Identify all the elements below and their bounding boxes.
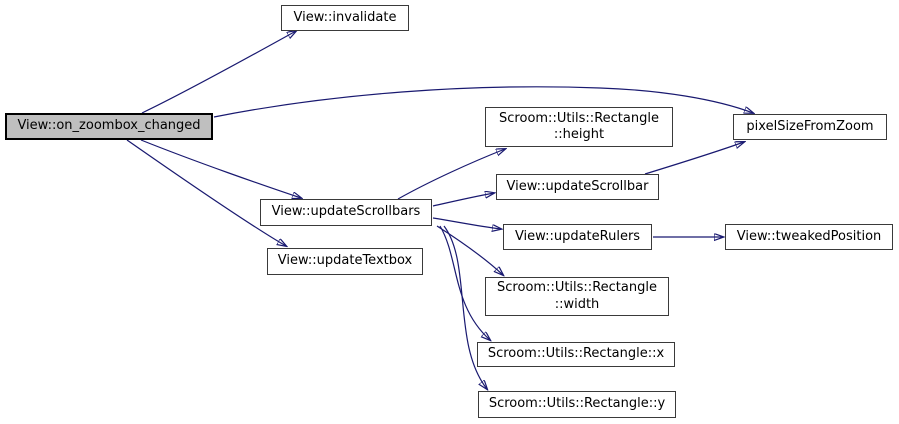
- node-pixelSizeFromZoom[interactable]: pixelSizeFromZoom: [733, 114, 887, 140]
- node-rect_width[interactable]: Scroom::Utils::Rectangle ::width: [485, 277, 669, 316]
- edge-on_zoombox_changed-to-invalidate: [141, 31, 296, 114]
- node-rect_height[interactable]: Scroom::Utils::Rectangle ::height: [485, 107, 673, 147]
- edge-updateScrollbars-to-rect_y: [443, 225, 487, 389]
- node-updateScrollbars[interactable]: View::updateScrollbars: [260, 199, 432, 226]
- node-rect_y[interactable]: Scroom::Utils::Rectangle::y: [478, 391, 676, 418]
- edge-on_zoombox_changed-to-updateScrollbars: [140, 139, 301, 198]
- node-on_zoombox_changed: View::on_zoombox_changed: [5, 113, 213, 140]
- node-updateTextbox[interactable]: View::updateTextbox: [267, 248, 423, 275]
- node-invalidate[interactable]: View::invalidate: [281, 5, 409, 31]
- edge-on_zoombox_changed-to-updateTextbox: [126, 139, 286, 246]
- node-rect_x[interactable]: Scroom::Utils::Rectangle::x: [477, 342, 675, 367]
- node-updateRulers[interactable]: View::updateRulers: [503, 224, 652, 250]
- edge-updateScrollbars-to-rect_width: [436, 225, 503, 275]
- edge-updateScrollbars-to-rect_height: [397, 149, 505, 200]
- edge-updateScrollbars-to-updateRulers: [432, 217, 501, 229]
- node-tweakedPosition[interactable]: View::tweakedPosition: [725, 224, 893, 250]
- edge-updateScrollbars-to-updateScrollbar: [432, 193, 494, 207]
- edge-on_zoombox_changed-to-pixelSizeFromZoom: [213, 86, 753, 118]
- edge-updateScrollbars-to-rect_x: [439, 225, 490, 340]
- node-updateScrollbar[interactable]: View::updateScrollbar: [496, 174, 659, 200]
- edge-updateScrollbar-to-pixelSizeFromZoom: [644, 142, 744, 175]
